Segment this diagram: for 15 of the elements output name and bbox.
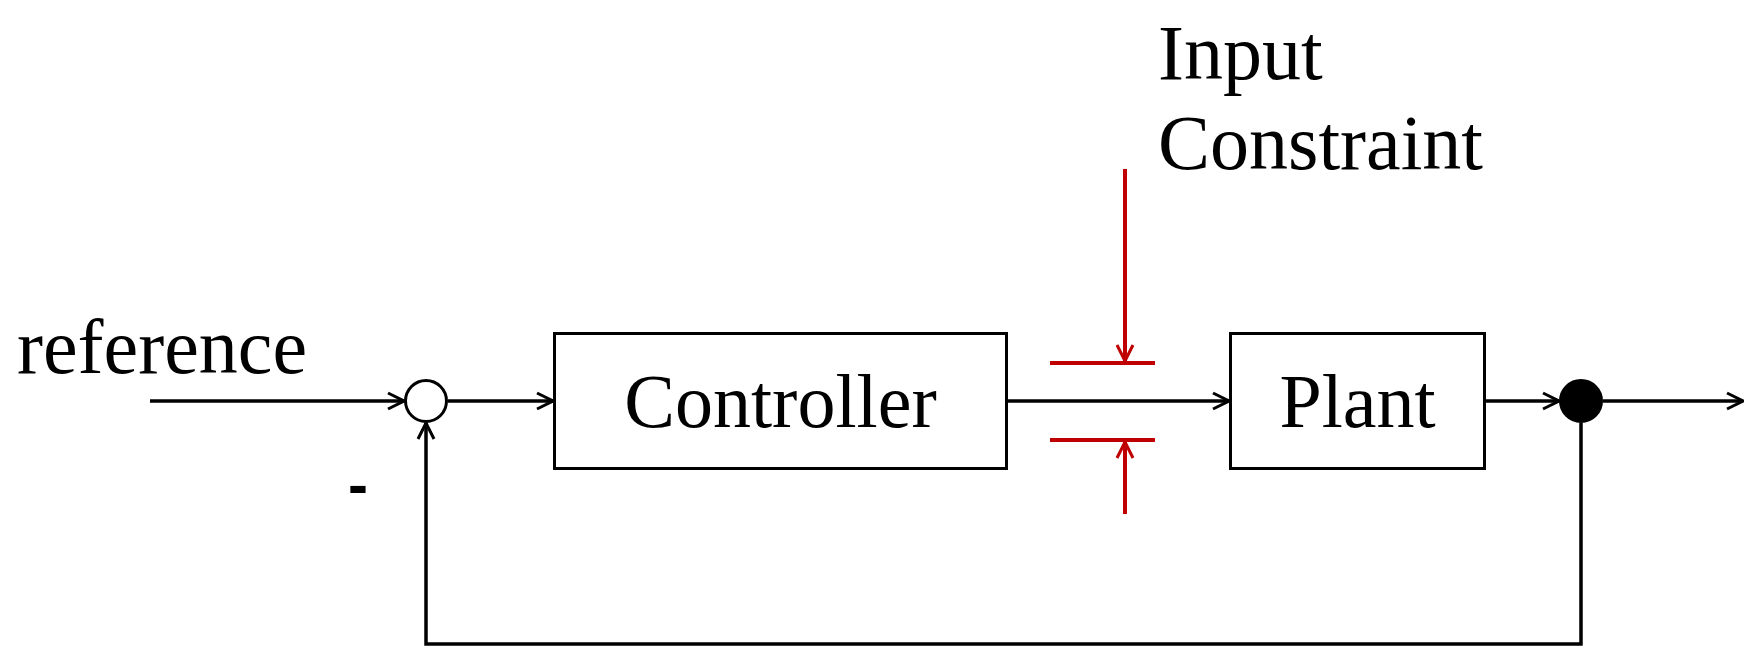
arrow xyxy=(1603,391,1745,411)
arrow xyxy=(1008,391,1231,411)
arrow xyxy=(150,391,406,411)
branch-point xyxy=(1559,379,1603,423)
summing-junction xyxy=(404,379,448,423)
arrow xyxy=(448,391,555,411)
sign-label: - xyxy=(348,455,368,515)
block-label: Plant xyxy=(1279,363,1436,439)
block-label: Controller xyxy=(624,363,937,439)
block-box xyxy=(553,332,1008,470)
block-box xyxy=(1229,332,1486,470)
signal-label: reference xyxy=(17,308,308,386)
arrow xyxy=(416,421,1583,646)
constraint-label: Input Constraint xyxy=(1158,8,1484,188)
arrow xyxy=(1486,391,1561,411)
